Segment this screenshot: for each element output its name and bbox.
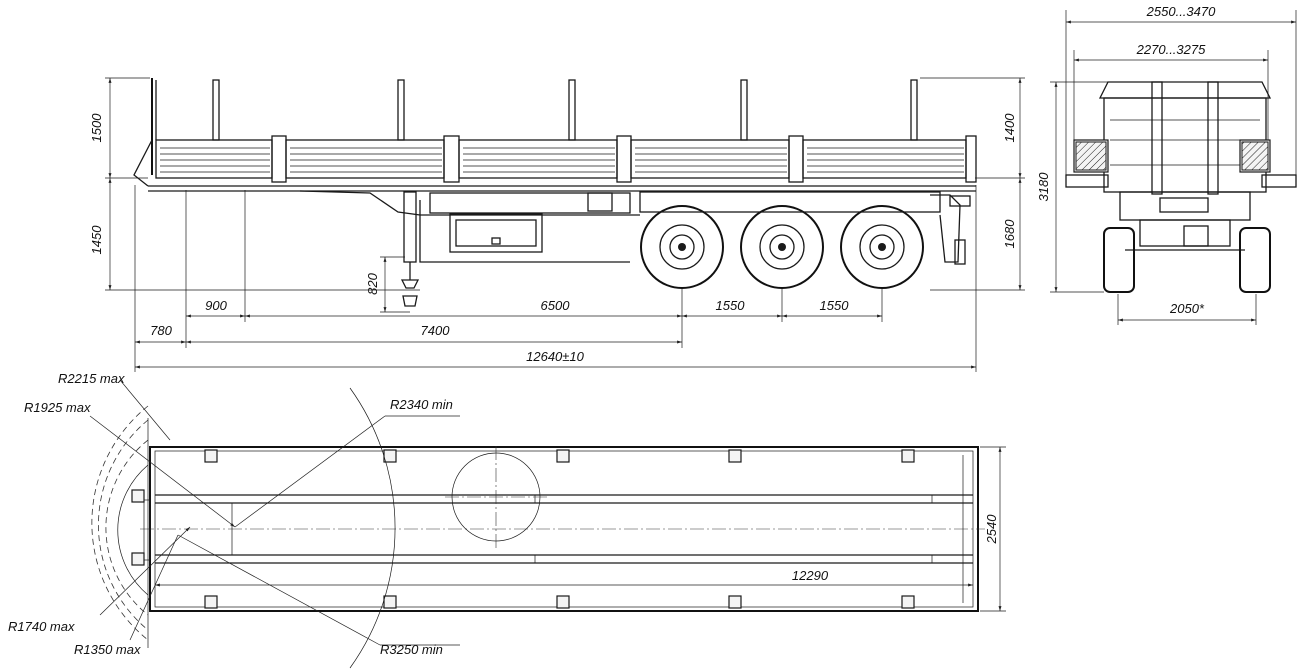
label-r1740: R1740 max	[8, 619, 75, 634]
dim-side-board-height: 1400	[1002, 113, 1017, 143]
label-r3250: R3250 min	[380, 642, 443, 657]
dim-support-to-axle: 6500	[541, 298, 571, 313]
side-view: 1500 1450 1400 1680 820 900 6500 1550 15…	[89, 77, 1025, 372]
rear-view: 2550...3470 2270...3275 3180 2050*	[1036, 4, 1297, 325]
dim-kingpin-to-support: 900	[205, 298, 227, 313]
dim-track-width: 2050*	[1169, 301, 1205, 316]
side-board-slats	[160, 147, 964, 173]
dim-axle-spacing-1: 1550	[716, 298, 746, 313]
label-r1350: R1350 max	[74, 642, 141, 657]
dim-support-height: 820	[365, 272, 380, 294]
dim-stake-height: 1500	[89, 113, 104, 143]
dim-overall-width: 2550...3470	[1146, 4, 1216, 19]
dim-kingpin-to-axle: 7400	[421, 323, 451, 338]
wheels	[640, 205, 924, 289]
dim-overall-length: 12640±10	[526, 349, 585, 364]
label-r2215: R2215 max	[58, 371, 125, 386]
top-view: R2215 max R1925 max R2340 min R1740 max …	[8, 371, 1006, 669]
dim-inner-width: 2270...3275	[1136, 42, 1206, 57]
dim-axle-spacing-2: 1550	[820, 298, 850, 313]
stake-pockets	[204, 449, 915, 609]
dim-platform-length: 12290	[792, 568, 829, 583]
label-r2340: R2340 min	[390, 397, 453, 412]
dim-total-height: 1680	[1002, 219, 1017, 249]
dim-deck-height: 1450	[89, 225, 104, 255]
dim-rear-height: 3180	[1036, 172, 1051, 202]
dim-front-overhang: 780	[150, 323, 172, 338]
board-latches	[271, 135, 977, 183]
stakes	[212, 79, 918, 141]
dim-platform-width: 2540	[984, 514, 999, 545]
label-r1925: R1925 max	[24, 400, 91, 415]
radius-leaders	[89, 379, 460, 646]
